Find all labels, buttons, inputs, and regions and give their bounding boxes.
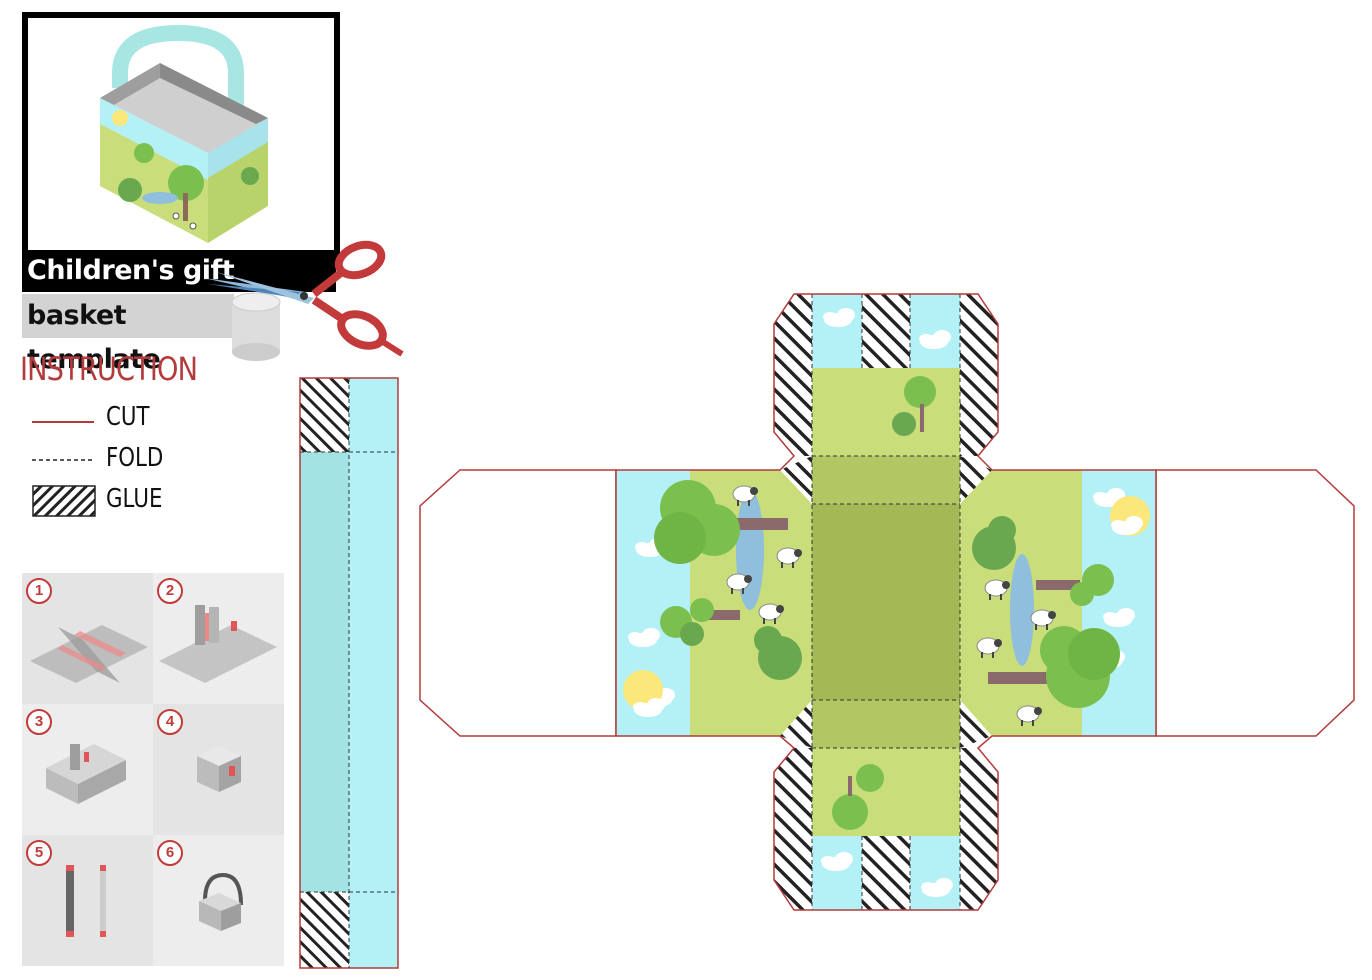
handle-strip-inner [300,452,349,892]
step-4-box-illustration [197,746,241,792]
base-flap-top [812,456,960,504]
log [1036,580,1080,590]
glue-area [862,836,910,910]
basket-net-template [419,293,1355,911]
basket-inside-back [100,63,160,106]
step-1-panel: 1 [22,573,153,704]
step-2-panel: 2 [153,573,284,704]
sun-icon [112,110,128,126]
glue-tabs [774,294,998,910]
basket-preview-illustration [100,24,268,243]
sheep-icon [189,222,197,230]
tree-trunk [183,193,188,221]
tape-roll-icon [231,292,281,361]
right-side-panel [960,470,1156,736]
step-5-handle-strip-illustration [66,865,106,937]
step-number: 3 [26,709,52,735]
glue-area [780,700,812,748]
glue-area [300,892,349,968]
step-4-panel: 4 [153,704,284,835]
bush-icon [118,178,142,202]
legend-glue-label: GLUE [106,484,163,514]
pond [736,490,764,610]
bush-icon [892,412,916,436]
step-number: 6 [157,840,183,866]
glue-area [960,456,992,504]
step-6-finished-basket-illustration [199,872,243,931]
glue-area [774,294,812,456]
basket-handle [112,24,244,123]
glue-area [960,700,992,748]
glue-area [774,748,812,910]
title-line-1: Children's gift [22,250,336,292]
bush-icon [241,167,259,185]
step-number: 5 [26,840,52,866]
tree-icon [168,165,204,201]
basket-base [812,504,960,700]
tree-icon [856,764,884,792]
glue-swatch [32,485,96,517]
base-flap-bottom [812,700,960,748]
scissors-icon [204,240,404,361]
left-inner-flap [419,469,617,737]
basket-right-sky [208,118,268,178]
pond [142,192,178,204]
title-line-2: basket template [22,294,234,375]
step-2-fold-sides-illustration [159,605,277,683]
glue-area [300,378,349,452]
step-3-panel: 3 [22,704,153,835]
step-3-assemble-illustration [46,744,126,804]
glue-area [960,748,998,910]
tree-icon [904,376,936,408]
glue-area [862,294,910,368]
pond [1010,554,1034,666]
glue-area [780,456,812,504]
handle-strip-outer [349,378,398,968]
assembly-steps-grid: 1 2 3 4 [22,573,285,967]
right-inner-flap [1155,469,1355,737]
step-number: 1 [26,578,52,604]
handle-strip-template [299,377,399,969]
basket-inside-right [160,63,268,124]
step-6-panel: 6 [153,835,284,966]
step-1-flat-net-illustration [30,625,148,683]
step-number: 4 [157,709,183,735]
log [736,518,788,530]
glue-area [960,294,998,456]
bush-icon [832,794,868,830]
legend-swatches [32,421,96,517]
step-number: 2 [157,578,183,604]
instruction-heading: INSTRUCTION [20,350,198,388]
tree-icon [134,143,154,163]
legend-fold-label: FOLD [106,443,164,473]
sheep-icon [172,212,180,220]
legend-cut-label: CUT [106,402,150,432]
cut-line [615,293,1157,911]
step-5-panel: 5 [22,835,153,966]
left-side-panel [616,470,812,736]
preview-frame [22,12,340,260]
